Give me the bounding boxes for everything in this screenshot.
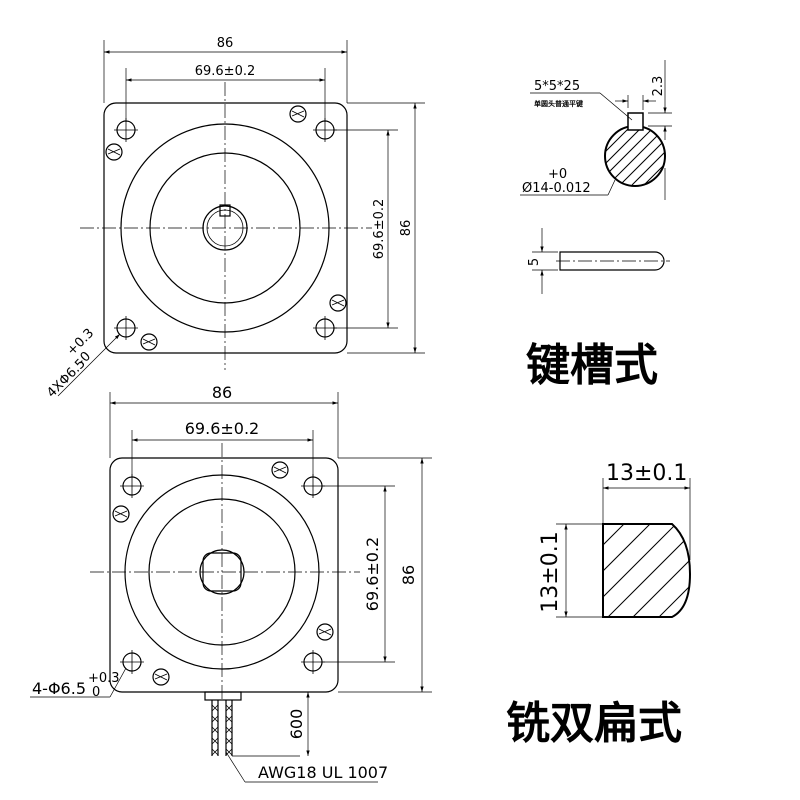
key-section — [627, 112, 644, 131]
bottom-hole-tol-lower: 0 — [92, 685, 100, 700]
top-width-outer-label: 86 — [217, 36, 234, 51]
flat-label: 铣双扁式 — [506, 698, 682, 749]
keyway-detail: 5*5*25 单圆头普通平键 2.3 +0 Ø14-0.012 5 键槽式 — [520, 60, 672, 391]
lead-length-label: 600 — [287, 709, 306, 740]
bottom-height-holes-label: 69.6±0.2 — [363, 537, 382, 611]
bottom-shaft-circle — [199, 549, 245, 595]
shaft-section-circle — [604, 125, 666, 187]
top-body-circle — [120, 123, 330, 333]
top-boss-circle — [149, 152, 301, 304]
flat-width-label: 13±0.1 — [606, 461, 687, 486]
wire-spec-label: AWG18 UL 1007 — [258, 763, 388, 782]
bottom-body-circle — [124, 474, 320, 670]
bottom-hole-spec: 4-Φ6.5 — [32, 679, 86, 698]
key-size-label: 5*5*25 — [534, 79, 580, 94]
flat-height-label: 13±0.1 — [538, 531, 563, 612]
shaft-tol-upper: +0 — [548, 167, 567, 182]
top-width-holes-label: 69.6±0.2 — [195, 64, 256, 79]
top-mounting-holes — [114, 118, 337, 340]
key-side-profile — [559, 251, 665, 271]
bottom-width-holes-label: 69.6±0.2 — [185, 419, 259, 438]
lead-cable — [204, 691, 242, 756]
keyway-label: 键槽式 — [526, 340, 658, 391]
key-note-label: 单圆头普通平键 — [534, 99, 583, 108]
bottom-height-outer-label: 86 — [399, 565, 418, 585]
bottom-screw-icons — [112, 461, 334, 686]
top-screw-icons — [105, 105, 347, 351]
key-depth-label: 2.3 — [651, 76, 666, 97]
bottom-mounting-holes — [120, 474, 325, 674]
bottom-hole-tol-upper: +0.3 — [88, 671, 120, 686]
bottom-boss-circle — [148, 498, 296, 646]
top-key — [219, 204, 231, 217]
top-height-outer-label: 86 — [399, 220, 414, 237]
bottom-view: 86 69.6±0.2 69.6±0.2 86 4-Φ6.5 +0.3 0 — [30, 383, 432, 783]
top-shaft-circle — [202, 205, 248, 251]
bottom-width-outer-label: 86 — [212, 383, 232, 402]
top-height-holes-label: 69.6±0.2 — [372, 199, 387, 260]
shaft-dia-label: Ø14-0.012 — [522, 181, 591, 196]
key-width-label: 5 — [527, 258, 542, 266]
top-view: 86 69.6±0.2 69.6±0.2 86 4XΦ6.5 +0.3 -0 — [44, 36, 425, 401]
flat-section-outline — [602, 523, 692, 618]
bottom-shaft-flat — [202, 552, 242, 592]
bottom-flange-outline — [109, 457, 339, 693]
flat-detail: 13±0.1 13±0.1 铣双扁式 — [506, 461, 692, 749]
